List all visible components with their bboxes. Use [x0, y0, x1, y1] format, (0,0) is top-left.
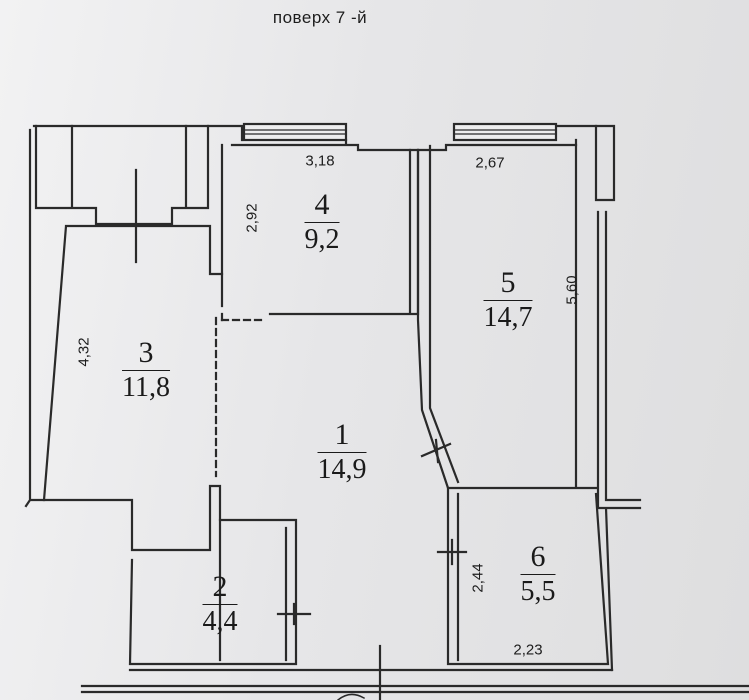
room-6-label: 6 5,5 [520, 540, 556, 607]
dim-room-6-height: 2,44 [469, 563, 487, 593]
room-3-area: 11,8 [122, 372, 170, 403]
door-mark-room-5 [420, 438, 452, 464]
room-5-number: 5 [500, 266, 516, 299]
room-1-label: 1 14,9 [317, 418, 367, 485]
room-4-area: 9,2 [304, 224, 340, 255]
dim-room-3-length: 4,32 [75, 337, 93, 367]
room-1-fraction-line [317, 452, 367, 453]
dim-room-5-width: 2,67 [475, 154, 505, 172]
room-3-label: 3 11,8 [122, 338, 170, 402]
room-6-walls [446, 486, 610, 666]
room-2-fraction-line [202, 604, 238, 605]
room-6-area: 5,5 [520, 576, 556, 607]
room-1-number: 1 [334, 418, 350, 451]
dim-room-5-length: 5,60 [563, 275, 581, 305]
bottom-wall [80, 668, 749, 694]
room-3-number: 3 [138, 336, 154, 369]
room-4-number: 4 [314, 188, 330, 221]
dim-room-4-width: 3,18 [305, 152, 335, 170]
door-mark-room-6 [436, 538, 468, 566]
room-1-area: 14,9 [317, 454, 367, 485]
entrance-arc [336, 693, 366, 700]
room-2-walls [128, 518, 298, 666]
room-2-area: 4,4 [202, 606, 238, 637]
room-5-walls [416, 143, 598, 490]
room-2-number: 2 [212, 570, 228, 603]
window-room-5 [452, 122, 558, 142]
room-5-label: 5 14,7 [483, 266, 533, 333]
room-3-fraction-line [122, 370, 170, 371]
room-3-walls [42, 224, 224, 662]
room-6-number: 6 [530, 540, 546, 573]
exterior-wall-top [32, 124, 244, 142]
room-5-area: 14,7 [483, 302, 533, 333]
inner-wall-top [230, 138, 578, 152]
dim-room-4-height: 2,92 [243, 203, 261, 233]
floor-label: поверх 7 -й [272, 8, 368, 27]
room-6-fraction-line [520, 574, 556, 575]
room-4-fraction-line [304, 222, 340, 223]
balcony-walls [34, 124, 210, 264]
window-room-4 [242, 122, 348, 142]
room-2-label: 2 4,4 [202, 570, 238, 637]
exterior-wall-left [24, 128, 46, 508]
door-mark-room-2 [276, 602, 312, 626]
room-4-walls [220, 143, 420, 322]
room-5-fraction-line [483, 300, 533, 301]
dim-room-6-width: 2,23 [513, 641, 543, 659]
room-4-label: 4 9,2 [304, 188, 340, 255]
